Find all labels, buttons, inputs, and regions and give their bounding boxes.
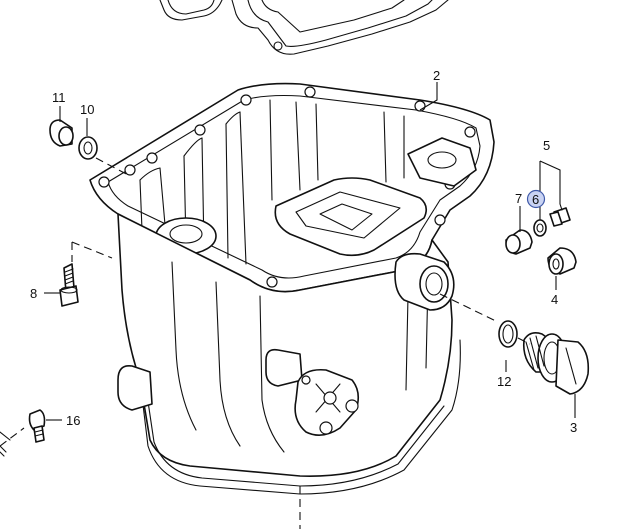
callout-5[interactable]: 5 [543,138,550,153]
highlight-marker-6 [526,189,546,209]
callout-16[interactable]: 16 [66,413,80,428]
oil-pan [89,82,495,495]
callout-labels: 2 3 4 5 6 7 8 10 11 12 16 [30,68,577,435]
top-gasket [159,0,449,55]
callout-2[interactable]: 2 [433,68,440,83]
callout-10[interactable]: 10 [80,102,94,117]
part-6-washer [533,219,547,237]
callout-12[interactable]: 12 [497,374,511,389]
callout-6[interactable]: 6 [532,192,539,207]
callout-7[interactable]: 7 [515,191,522,206]
part-16-bolt [28,409,46,443]
part-10-washer [78,136,98,160]
callout-8[interactable]: 8 [30,286,37,301]
part-7-bolt [505,229,533,255]
part-12-o-ring [498,320,518,348]
part-3-drain-plug [522,332,590,395]
part-5-sensor [549,203,571,227]
part-4-plug [547,247,577,275]
leader-lines [0,82,576,529]
part-11-plug [49,119,74,147]
part-8-stud [59,263,79,307]
callout-11[interactable]: 11 [52,90,66,105]
callout-4[interactable]: 4 [551,292,558,307]
callout-3[interactable]: 3 [570,420,577,435]
